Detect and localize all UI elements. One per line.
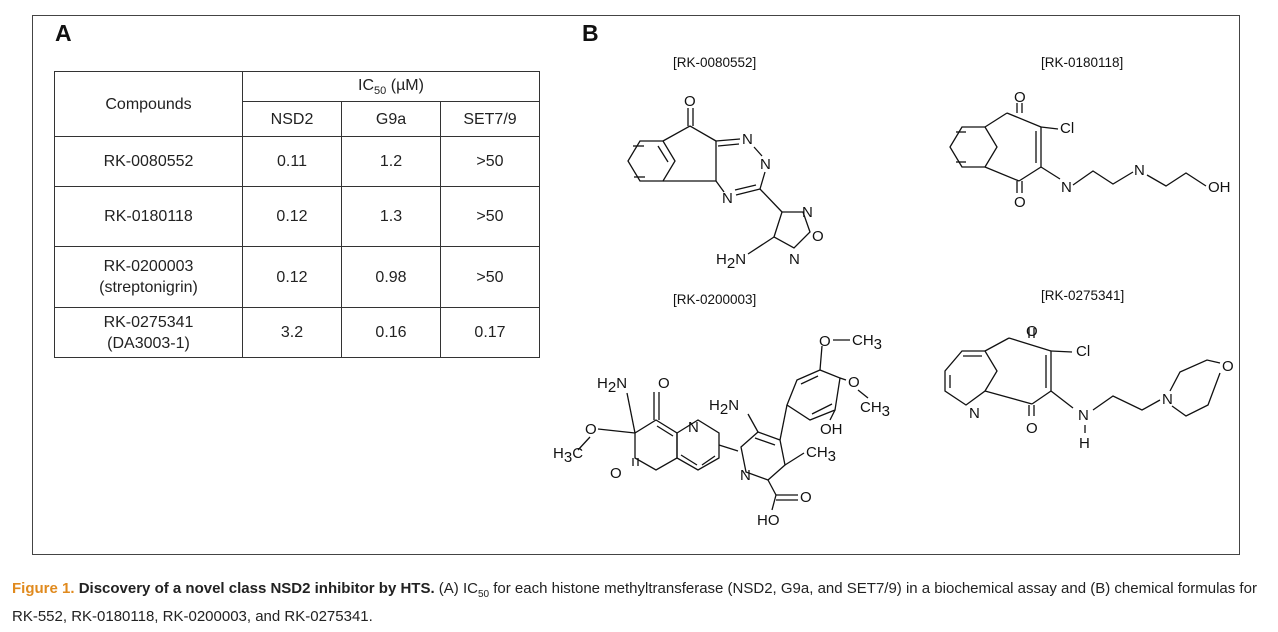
svg-text:O: O (1014, 89, 1026, 106)
value-cell: 0.12 (242, 246, 342, 308)
compound-cell: RK-0180118 (54, 186, 243, 247)
svg-text:H: H (1079, 435, 1090, 452)
panel-label-b: B (582, 20, 599, 46)
ic50-header: IC50 (µM) (242, 71, 540, 102)
value-cell: >50 (440, 246, 540, 308)
svg-text:N: N (722, 190, 733, 207)
structure-rk-0200003: [RK-0200003] O H2N O H3C O N N H2N CH3 O… (553, 292, 890, 529)
svg-text:Cl: Cl (1060, 120, 1074, 137)
caption-title: Discovery of a novel class NSD2 inhibito… (78, 580, 435, 597)
svg-text:CH3: CH3 (852, 332, 882, 353)
value-cell: >50 (440, 136, 540, 187)
table-row: RK-0200003(streptonigrin) 0.12 0.98 >50 (54, 246, 540, 308)
svg-text:CH3: CH3 (860, 399, 890, 420)
svg-text:N: N (802, 204, 813, 221)
table-row: RK-0275341(DA3003-1) 3.2 0.16 0.17 (54, 307, 540, 358)
caption-label: Figure 1. (12, 580, 75, 597)
svg-text:H2N: H2N (597, 375, 627, 396)
panel-label-a: A (55, 20, 72, 46)
structure-id: [RK-0080552] (673, 55, 756, 70)
svg-text:O: O (1014, 194, 1026, 211)
svg-text:O: O (610, 465, 622, 482)
structure-id: [RK-0200003] (673, 292, 756, 307)
compound-cell: RK-0275341(DA3003-1) (54, 307, 243, 358)
figure-frame (32, 15, 1240, 555)
svg-text:H3C: H3C (553, 445, 583, 466)
svg-text:H2N: H2N (709, 397, 739, 418)
svg-text:O: O (819, 333, 831, 350)
svg-text:N: N (760, 156, 771, 173)
svg-text:O: O (1026, 323, 1038, 340)
svg-text:N: N (1061, 179, 1072, 196)
compound-cell: RK-0200003(streptonigrin) (54, 246, 243, 308)
column-header: NSD2 (242, 101, 342, 137)
column-header: SET7/9 (440, 101, 540, 137)
svg-text:O: O (658, 375, 670, 392)
svg-text:CH3: CH3 (806, 444, 836, 465)
svg-text:N: N (1078, 407, 1089, 424)
svg-text:Cl: Cl (1076, 343, 1090, 360)
column-header: G9a (341, 101, 441, 137)
svg-text:O: O (1026, 420, 1038, 437)
value-cell: 0.16 (341, 307, 441, 358)
structure-rk-0080552: [RK-0080552] O N N N N O N H2N (627, 55, 824, 272)
svg-text:HO: HO (757, 512, 780, 529)
svg-text:O: O (585, 421, 597, 438)
figure-caption: Figure 1. Discovery of a novel class NSD… (12, 580, 1257, 625)
table-row: RK-0180118 0.12 1.3 >50 (54, 186, 540, 247)
svg-text:O: O (684, 93, 696, 110)
structure-id: [RK-0275341] (1041, 288, 1124, 303)
svg-text:OH: OH (820, 421, 843, 438)
structure-rk-0180118: [RK-0180118] O O Cl N N OH (949, 55, 1231, 211)
svg-text:O: O (1222, 358, 1234, 375)
svg-text:N: N (969, 405, 980, 422)
value-cell: >50 (440, 186, 540, 247)
svg-text:O: O (812, 228, 824, 245)
structure-rk-0275341: [RK-0275341] N O O Cl N H N O (944, 288, 1234, 452)
ic50-table: Compounds IC50 (µM) NSD2 G9a SET7/9 RK-0… (54, 71, 540, 358)
value-cell: 3.2 (242, 307, 342, 358)
svg-text:N: N (688, 419, 699, 436)
svg-text:N: N (742, 131, 753, 148)
caption-text: for each histone methyltransferase (NSD2… (12, 580, 1257, 625)
value-cell: 0.12 (242, 186, 342, 247)
svg-text:H2N: H2N (716, 251, 746, 272)
svg-text:OH: OH (1208, 179, 1231, 196)
structure-id: [RK-0180118] (1041, 55, 1123, 70)
svg-text:N: N (1134, 162, 1145, 179)
svg-text:N: N (1162, 391, 1173, 408)
chemical-structures: [RK-0080552] O N N N N O N H2N [RK-01801… (553, 55, 1234, 529)
caption-text: (A) IC (434, 580, 478, 597)
svg-text:N: N (740, 467, 751, 484)
value-cell: 0.17 (440, 307, 540, 358)
svg-text:N: N (789, 251, 800, 268)
svg-text:O: O (848, 374, 860, 391)
svg-text:O: O (800, 489, 812, 506)
